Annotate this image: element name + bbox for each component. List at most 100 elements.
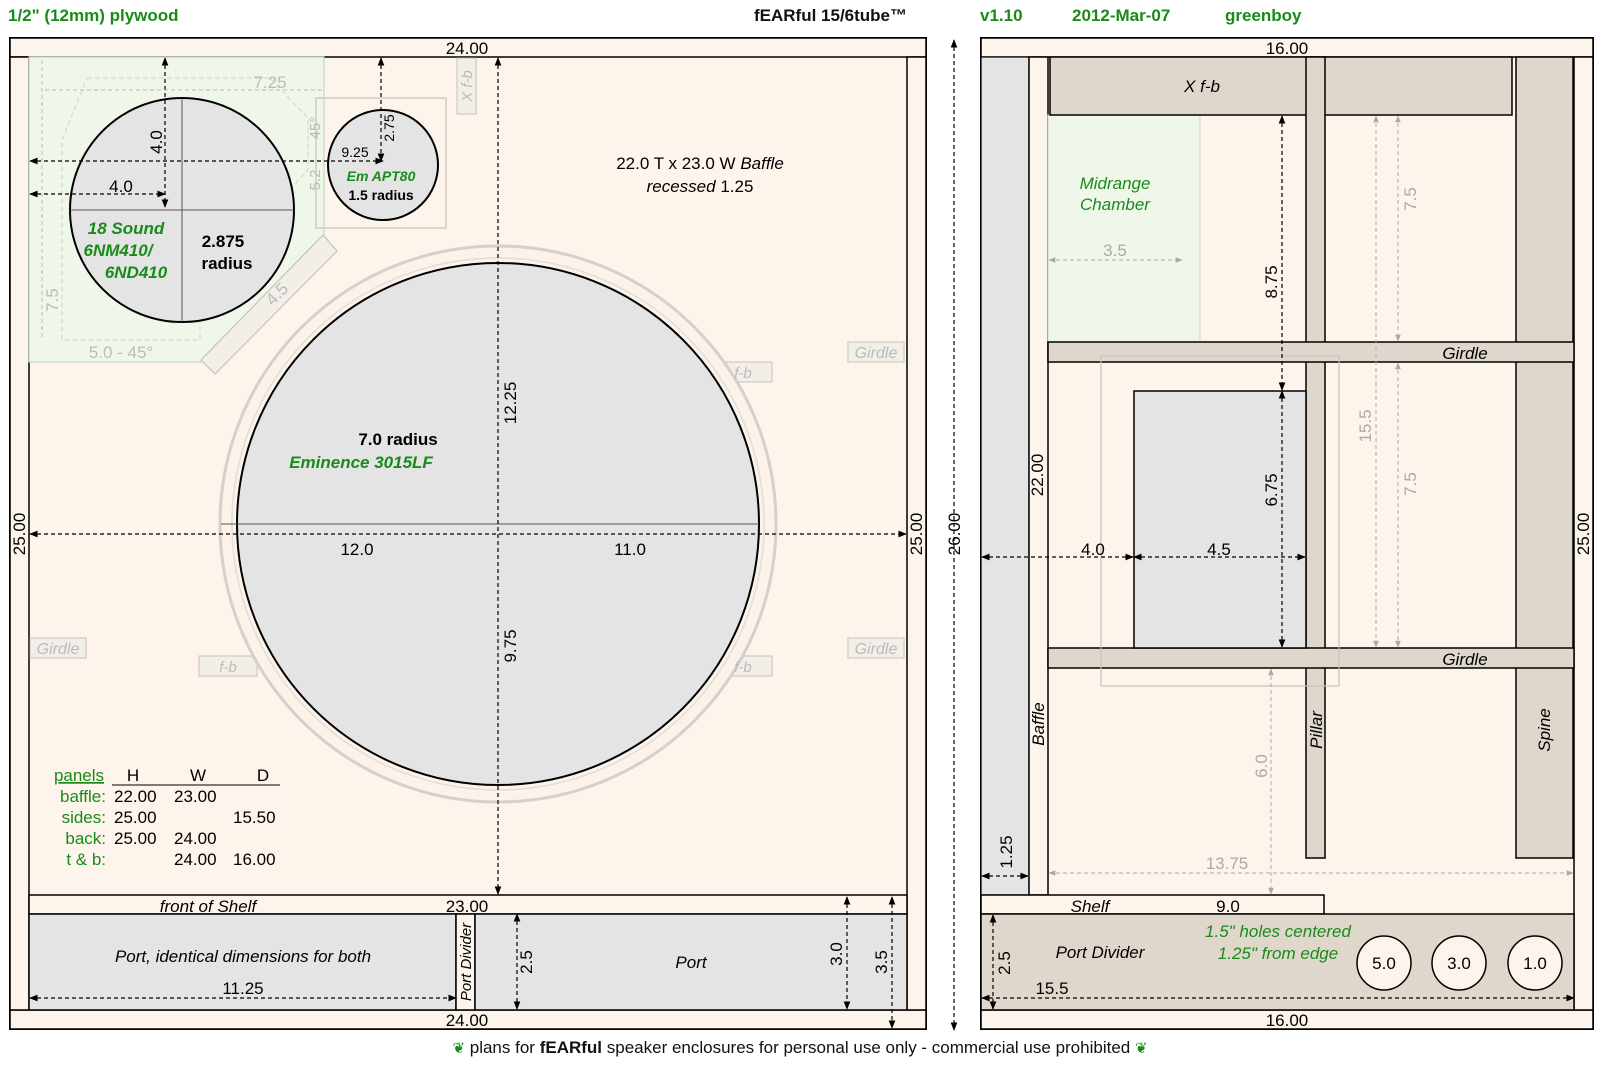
leaf-icon: ❦ (452, 1040, 466, 1057)
woofer-right-label: 11.0 (614, 540, 646, 559)
footer-suffix: speaker enclosures for personal use only… (606, 1038, 1131, 1057)
panels-row-name: back: (65, 829, 106, 848)
port-left-label: Port, identical dimensions for both (115, 947, 371, 966)
girdle-label-right-top: Girdle (855, 345, 898, 362)
girdle-ghost-right-bottom (847, 637, 905, 659)
woofer-left-label: 12.0 (340, 540, 373, 559)
panels-heading: panels (54, 766, 104, 785)
baffle-label: Baffle (1029, 702, 1048, 745)
panels-row-w: 23.00 (174, 787, 217, 806)
port-hole-2 (1431, 935, 1487, 991)
footer-prefix: plans for (469, 1038, 535, 1057)
woofer-ghost-outline (1100, 355, 1340, 687)
shelf-width: 23.00 (446, 897, 489, 916)
port-right-label: Port (675, 953, 707, 972)
chamber-angle-label: 45° (307, 117, 324, 140)
right-side-panel (906, 56, 927, 1011)
chamber-height-label: 7.5 (43, 288, 62, 312)
holes-note-2: 1.25" from edge (1218, 944, 1338, 963)
port-divider-label: Port Divider (458, 922, 475, 1001)
baffle-note-line2: recessed 1.25 (647, 177, 754, 196)
side-text: 16.00 16.00 25.00 X f-b Midrange Chamber… (995, 39, 1593, 1030)
dim-4-5-label: 4.5 (1207, 540, 1231, 559)
pillar-label: Pillar (1307, 710, 1326, 749)
mid-brand: 18 Sound (88, 219, 165, 238)
side-port-len-label: 15.5 (1035, 979, 1068, 998)
side-top-width: 16.00 (1266, 39, 1309, 58)
woofer-down-label: 9.75 (501, 629, 520, 662)
x-fb-brace (1049, 56, 1513, 116)
woofer-magnet-block (1133, 390, 1307, 649)
footer-note: ❦ plans for fEARful speaker enclosures f… (0, 1038, 1600, 1058)
back-panel (1573, 56, 1594, 1011)
woofer-up-label: 12.25 (501, 382, 520, 425)
side-bottom-width: 16.00 (1266, 1011, 1309, 1030)
top-panel (9, 37, 927, 58)
panels-row-h: 25.00 (114, 808, 157, 827)
woofer-model: Eminence 3015LF (289, 453, 433, 472)
girdle-ghost-right-top (847, 341, 905, 363)
dim-15-5-label: 15.5 (1356, 409, 1375, 442)
mid-chamber-line1: Midrange (1080, 174, 1151, 193)
mid-radius-word: radius (201, 254, 252, 273)
dim-1-25-label: 1.25 (997, 835, 1016, 868)
tweeter-radius: 1.5 radius (348, 187, 414, 203)
tweeter-x-label: 9.25 (341, 144, 368, 160)
front-left-height: 25.00 (10, 513, 29, 556)
chamber-side-label: 5.2 (307, 170, 324, 191)
leaf-icon: ❦ (1134, 1040, 1148, 1057)
chamber-width-label: 7.25 (253, 73, 286, 92)
mid-depth-label: 3.5 (1103, 241, 1127, 260)
panels-row-h: 25.00 (114, 829, 157, 848)
side-port-divider-label: Port Divider (1056, 943, 1146, 962)
girdle-label-right-bottom: Girdle (855, 641, 898, 658)
side-view (980, 37, 1594, 1030)
mid-chamber-line2: Chamber (1080, 195, 1151, 214)
side-shelf (980, 894, 1325, 915)
dim-6-0-label: 6.0 (1252, 754, 1271, 778)
port-h3-label: 3.5 (872, 950, 891, 974)
hole-2-label: 3.0 (1447, 954, 1471, 973)
shelf-depth-label: 9.0 (1216, 897, 1240, 916)
side-right-height: 25.00 (1574, 513, 1593, 556)
panels-table: panels H W D baffle: 22.00 23.00 sides: … (54, 766, 280, 869)
front-view (9, 37, 927, 1030)
mid-model-1: 6NM410/ (84, 241, 155, 260)
fb-label-left: f-b (219, 659, 237, 676)
panels-col-d: D (257, 766, 269, 785)
girdle-top (1047, 341, 1575, 363)
dim-13-75-label: 13.75 (1206, 854, 1249, 873)
overall-height-label: 26.00 (945, 513, 964, 556)
fb-label-right-top: f-b (734, 365, 752, 382)
date-label: 2012-Mar-07 (1072, 6, 1171, 25)
baffle-note-line1: 22.0 T x 23.0 W Baffle (616, 154, 784, 173)
woofer-radius: 7.0 radius (358, 430, 437, 449)
spine-label: Spine (1535, 708, 1554, 751)
author-label: greenboy (1225, 6, 1302, 25)
holes-note-1: 1.5" holes centered (1205, 922, 1351, 941)
girdle-ghost-left (29, 637, 87, 659)
front-shelf-label: front of Shelf (160, 897, 259, 916)
page-title: fEARful 15/6tube™ (754, 6, 908, 25)
baffle-height-label: 22.00 (1028, 454, 1047, 497)
port-right (474, 913, 908, 1011)
mid-horizontal-label: 4.0 (109, 177, 133, 196)
fb-label-right-bottom: f-b (734, 659, 752, 676)
girdle-bottom-label: Girdle (1442, 650, 1487, 669)
panels-row-w: 24.00 (174, 829, 217, 848)
dim-4-0-label: 4.0 (1081, 540, 1105, 559)
panels-row-d: 16.00 (233, 850, 276, 869)
girdle-top-label: Girdle (1442, 344, 1487, 363)
port-h2-label: 3.0 (827, 942, 846, 966)
panels-row-name: sides: (62, 808, 106, 827)
dim-6-75-label: 6.75 (1262, 473, 1281, 506)
panels-row-w: 24.00 (174, 850, 217, 869)
girdle-bottom (1047, 647, 1575, 669)
mid-model-2: 6ND410 (105, 263, 168, 282)
footer-brand: fEARful (539, 1038, 603, 1057)
front-top-width: 24.00 (446, 39, 489, 58)
spine (1515, 56, 1574, 859)
front-text: 24.00 24.00 25.00 25.00 23.00 front of S… (10, 39, 926, 1030)
panels-row-d: 15.50 (233, 808, 276, 827)
side-x-fb-label: X f-b (1183, 77, 1220, 96)
